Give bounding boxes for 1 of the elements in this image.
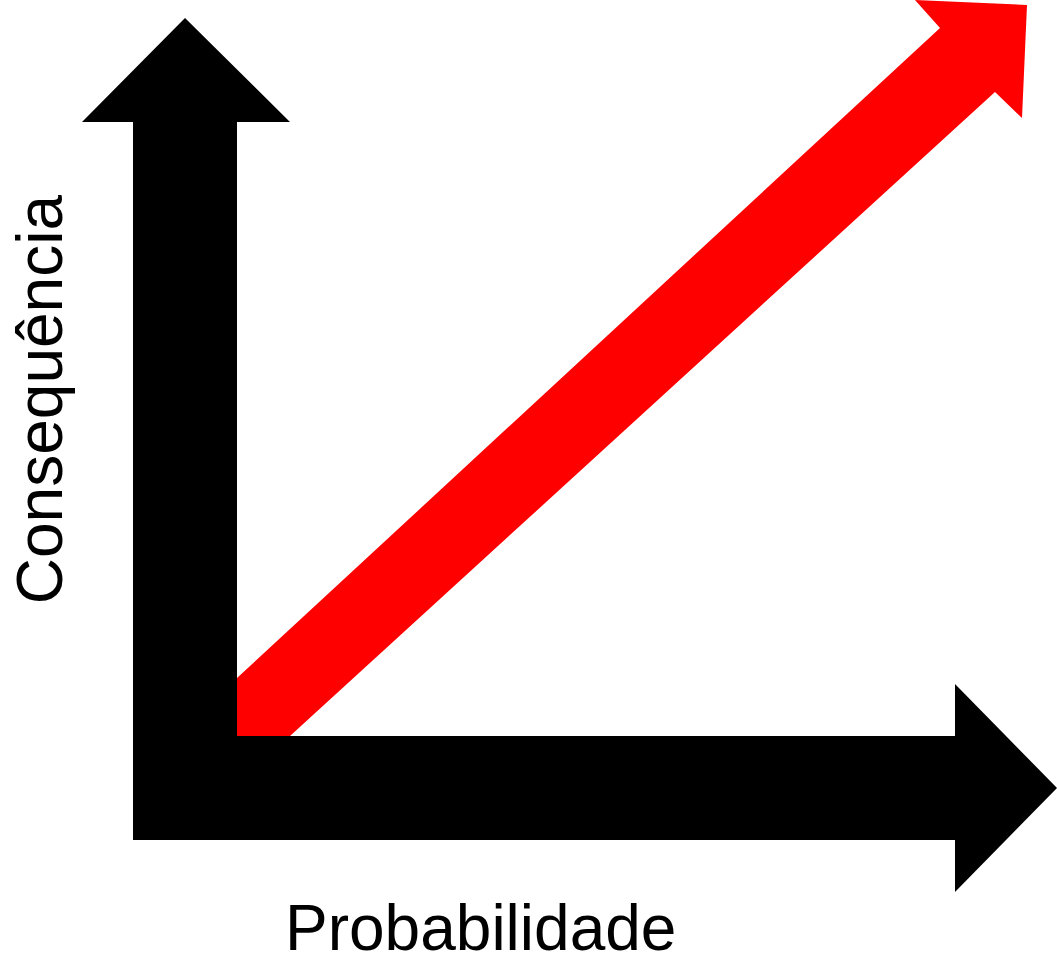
axis-label: Probabilidade bbox=[285, 896, 677, 960]
